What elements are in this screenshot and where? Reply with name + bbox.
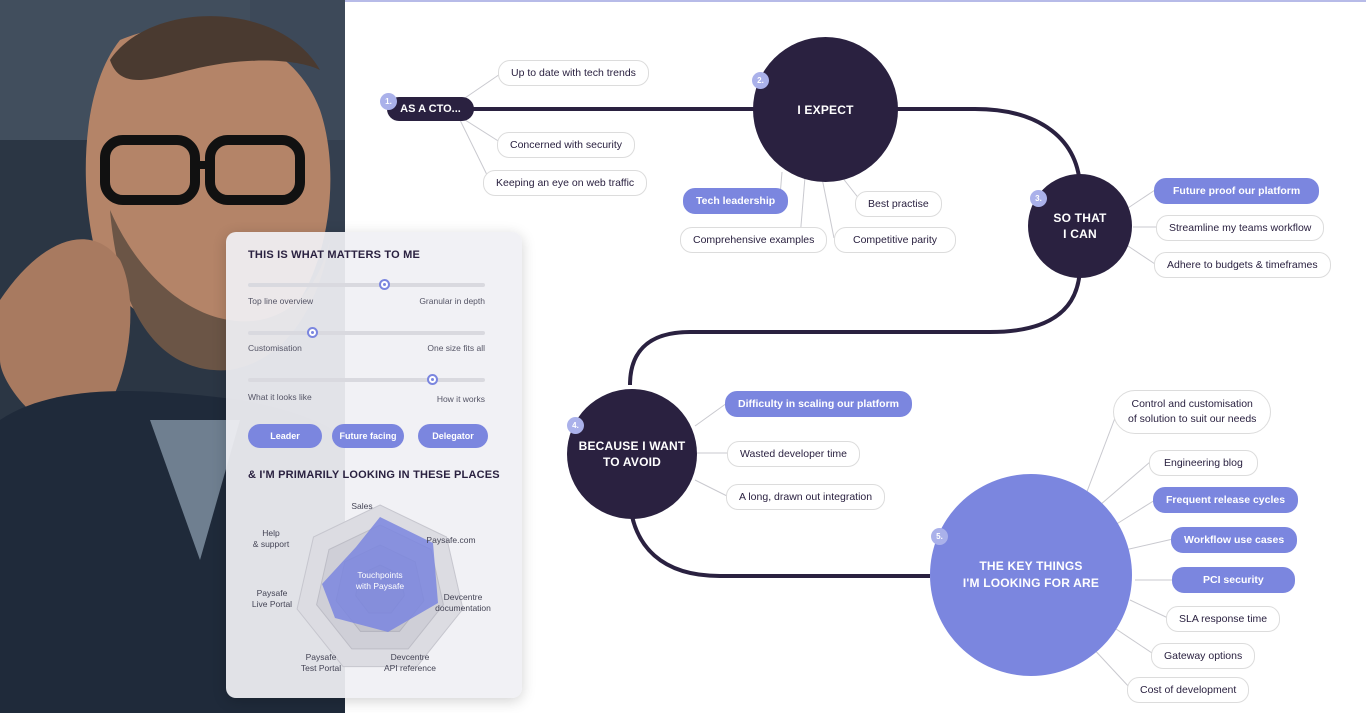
so-that-item-streamline: Streamline my teams workflow bbox=[1156, 215, 1325, 241]
top-border bbox=[345, 0, 1366, 2]
avoid-item-long-integration: A long, drawn out integration bbox=[726, 484, 886, 510]
radar-label-sales: Sales bbox=[351, 501, 373, 511]
tag-leader[interactable]: Leader bbox=[248, 424, 322, 448]
radar-label-paysafe-com: Paysafe.com bbox=[426, 535, 476, 545]
card-title: THIS IS WHAT MATTERS TO ME bbox=[248, 249, 421, 261]
node-key-things: THE KEY THINGS I'M LOOKING FOR ARE bbox=[930, 474, 1132, 676]
expect-item-best-practise: Best practise bbox=[855, 191, 942, 217]
slider-track-3[interactable] bbox=[248, 374, 485, 385]
step-number-5: 5. bbox=[931, 528, 948, 545]
so-that-item-future-proof: Future proof our platform bbox=[1154, 178, 1320, 204]
node-as-a-cto: AS A CTO... bbox=[387, 97, 474, 121]
key-item-sla: SLA response time bbox=[1166, 606, 1281, 632]
touchpoints-radar bbox=[296, 504, 464, 668]
expect-item-comprehensive-examples: Comprehensive examples bbox=[680, 227, 828, 253]
key-item-workflow-use-cases: Workflow use cases bbox=[1171, 527, 1298, 553]
radar-label-help-support: Help & support bbox=[252, 528, 290, 549]
so-that-item-budgets: Adhere to budgets & timeframes bbox=[1154, 252, 1331, 278]
key-item-control: Control and customisation of solution to… bbox=[1113, 390, 1272, 434]
radar-label-live-portal: Paysafe Live Portal bbox=[251, 588, 293, 609]
cto-item-security: Concerned with security bbox=[497, 132, 636, 158]
key-item-gateway: Gateway options bbox=[1151, 643, 1256, 669]
slider-track-1[interactable] bbox=[248, 279, 485, 290]
slider-3-left-label: What it looks like bbox=[248, 392, 312, 402]
cto-item-web-traffic: Keeping an eye on web traffic bbox=[483, 170, 648, 196]
key-item-pci-security: PCI security bbox=[1172, 567, 1295, 593]
cto-item-tech-trends: Up to date with tech trends bbox=[498, 60, 649, 86]
key-item-release-cycles: Frequent release cycles bbox=[1153, 487, 1299, 513]
matters-card: THIS IS WHAT MATTERS TO ME Top line over… bbox=[226, 232, 522, 698]
slider-3-right-label: How it works bbox=[436, 394, 485, 404]
slider-knob-3[interactable] bbox=[426, 374, 438, 385]
avoid-item-scaling: Difficulty in scaling our platform bbox=[725, 391, 913, 417]
slider-2-left-label: Customisation bbox=[248, 343, 302, 353]
radar-label-devcentre-docs: Devcentre documentation bbox=[435, 592, 491, 613]
step-number-3: 3. bbox=[1030, 190, 1047, 207]
tag-future-facing[interactable]: Future facing bbox=[332, 424, 404, 448]
key-item-engineering-blog: Engineering blog bbox=[1149, 450, 1258, 476]
slider-knob-1[interactable] bbox=[379, 279, 391, 290]
slider-1-left-label: Top line overview bbox=[248, 296, 314, 306]
expect-item-competitive-parity: Competitive parity bbox=[834, 227, 957, 253]
step-number-1: 1. bbox=[380, 93, 397, 110]
slider-knob-2[interactable] bbox=[306, 327, 318, 338]
slider-track-2[interactable] bbox=[248, 327, 485, 338]
key-item-cost: Cost of development bbox=[1127, 677, 1250, 703]
avoid-item-wasted-time: Wasted developer time bbox=[727, 441, 860, 467]
node-i-expect: I EXPECT bbox=[753, 37, 898, 182]
radar-label-api-reference: Devcentre API reference bbox=[384, 652, 436, 673]
step-number-4: 4. bbox=[567, 417, 584, 434]
node-so-that-i-can: SO THAT I CAN bbox=[1028, 174, 1132, 278]
tag-delegator[interactable]: Delegator bbox=[418, 424, 488, 448]
radar-label-test-portal: Paysafe Test Portal bbox=[300, 652, 342, 673]
expect-item-tech-leadership: Tech leadership bbox=[683, 188, 789, 214]
node-because-i-want-to-avoid: BECAUSE I WANT TO AVOID bbox=[567, 389, 697, 519]
radar-center-label: Touchpoints with Paysafe bbox=[355, 570, 405, 591]
slider-2-right-label: One size fits all bbox=[427, 343, 485, 353]
step-number-2: 2. bbox=[752, 72, 769, 89]
slider-1-right-label: Granular in depth bbox=[419, 296, 485, 306]
places-title: & I'M PRIMARILY LOOKING IN THESE PLACES bbox=[248, 469, 500, 481]
